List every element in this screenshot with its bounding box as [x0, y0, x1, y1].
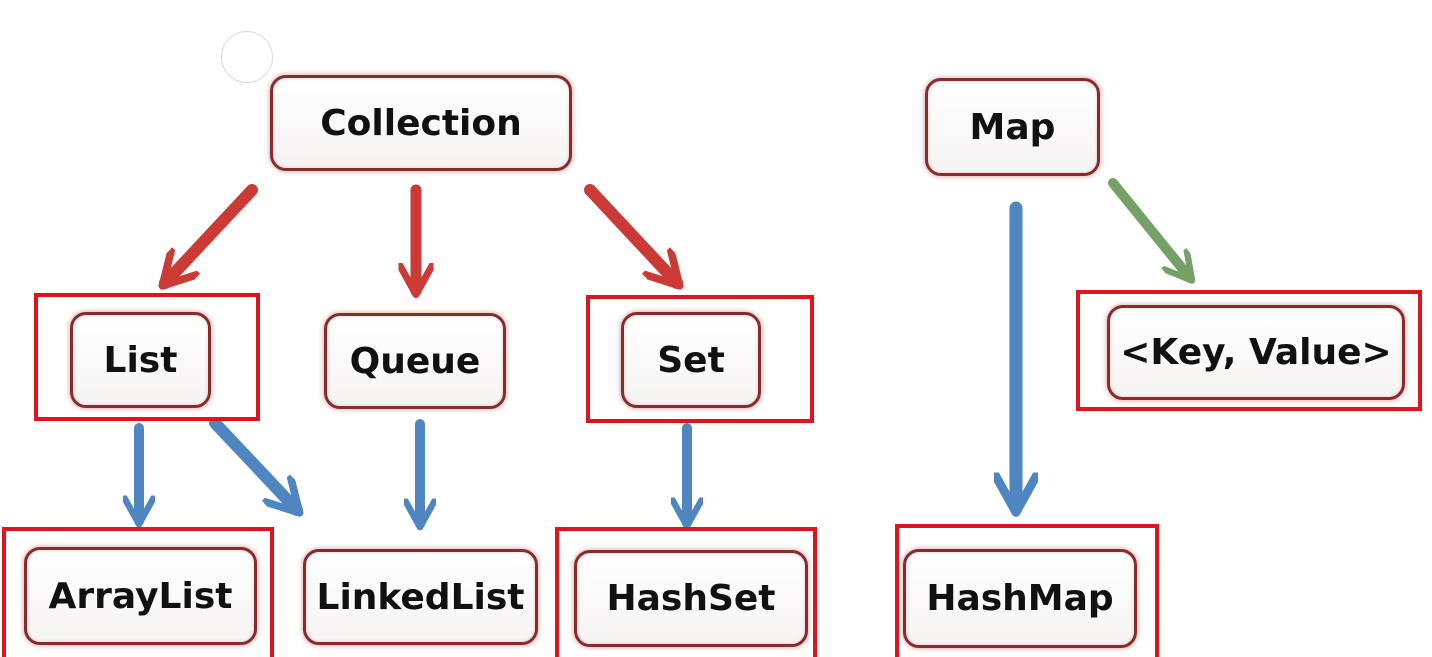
highlight-arraylist	[2, 527, 274, 657]
node-set: Set	[621, 312, 761, 408]
arrow-collection-to-set	[584, 184, 677, 283]
arrow-collection-to-list	[165, 184, 258, 283]
node-map: Map	[925, 78, 1100, 176]
node-hashmap: HashMap	[903, 549, 1137, 648]
node-arraylist: ArrayList	[24, 547, 257, 645]
highlight-keyvalue	[1076, 290, 1422, 411]
highlight-list	[34, 293, 260, 421]
node-queue: Queue	[324, 313, 506, 409]
node-keyvalue: <Key, Value>	[1107, 305, 1405, 400]
highlight-set	[586, 295, 814, 423]
highlight-hashset	[555, 527, 817, 657]
highlight-hashmap	[895, 524, 1159, 657]
decorative-circle	[221, 31, 273, 83]
node-list: List	[70, 312, 211, 408]
arrow-map-to-keyvalue	[1108, 178, 1190, 278]
node-collection: Collection	[270, 75, 572, 171]
node-linkedlist: LinkedList	[303, 549, 538, 645]
arrow-list-to-linkedlist	[209, 417, 297, 510]
node-hashset: HashSet	[574, 550, 808, 647]
